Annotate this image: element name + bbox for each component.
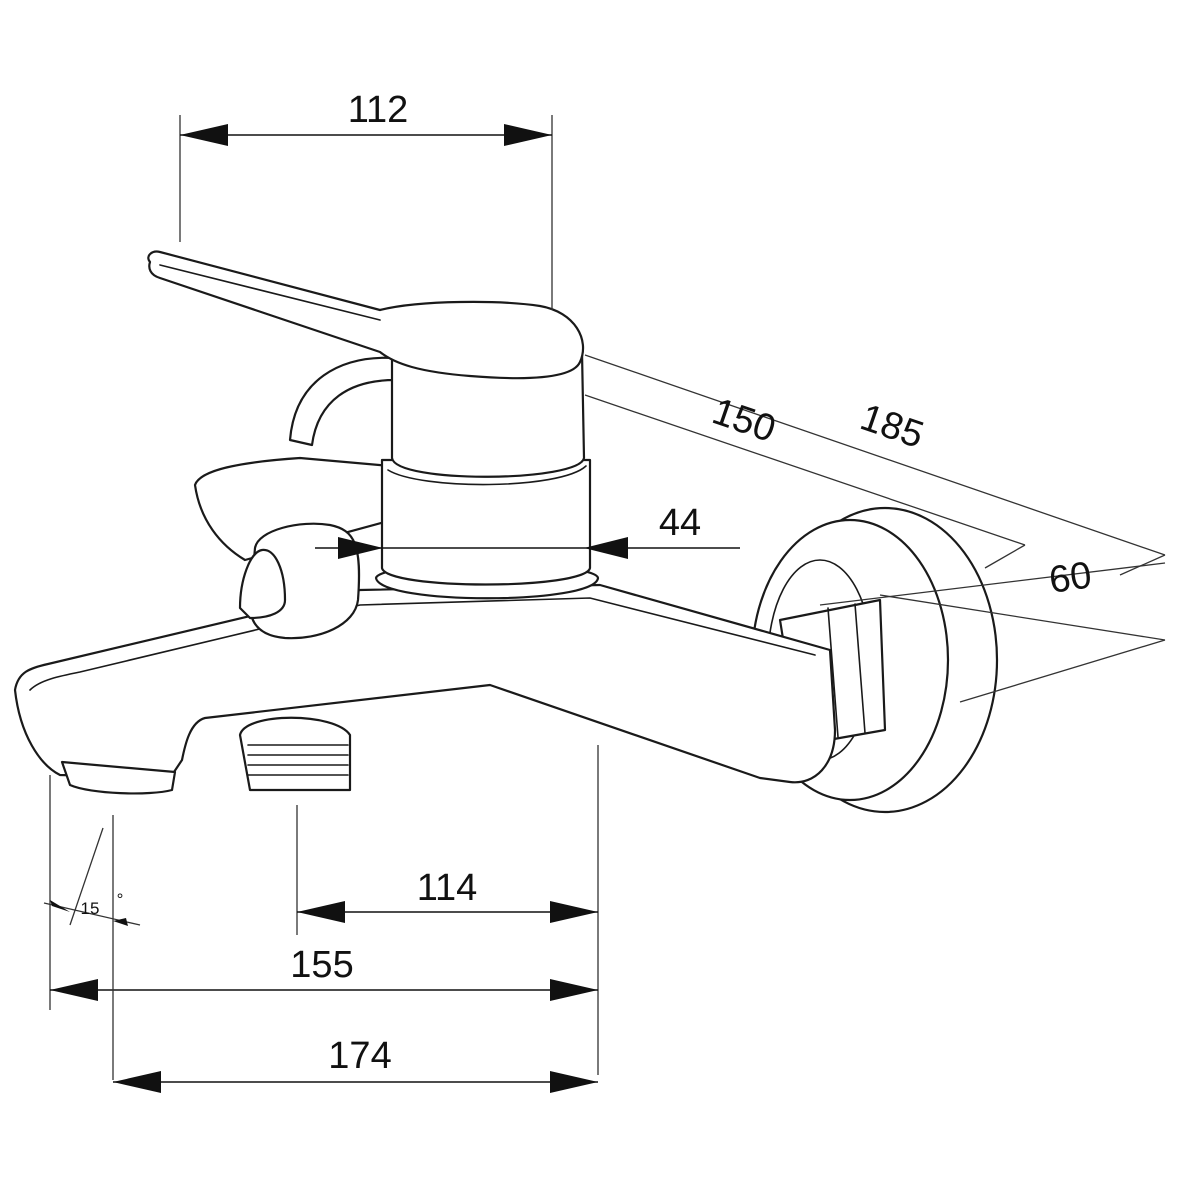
arrow-head — [113, 1071, 161, 1093]
arrow-head — [50, 979, 98, 1001]
degree-symbol: ° — [117, 890, 124, 909]
threaded-inlet — [238, 716, 352, 792]
dimension-reach-outer: 174 — [112, 815, 598, 1093]
arrow-head — [338, 537, 383, 559]
dimension-inlet-offset: 114 — [296, 745, 599, 1075]
arrow-head — [297, 901, 345, 923]
handle-loop — [288, 356, 397, 447]
dimension-label-depth-inner: 150 — [707, 390, 781, 450]
dimension-label-depth-outer: 185 — [855, 396, 929, 456]
dimension-body-diameter: 44 — [315, 502, 740, 559]
mixer-cartridge — [380, 350, 592, 586]
arrow-head — [550, 1071, 598, 1093]
dimension-label-flange-diameter: 60 — [1046, 554, 1094, 601]
arrow-head — [113, 918, 128, 926]
arrow-head — [504, 124, 552, 146]
arrow-head — [550, 979, 598, 1001]
lever-handle — [147, 250, 585, 380]
dimension-reach-inner: 155 — [49, 775, 598, 1010]
arrow-head — [550, 901, 598, 923]
arrow-head — [50, 900, 70, 912]
faucet-body — [13, 250, 999, 814]
spout-outlet — [60, 760, 177, 795]
dimension-label-body-diameter: 44 — [659, 502, 701, 544]
dimension-label-spray-angle: 15 — [81, 899, 100, 918]
dimension-label-reach-inner: 155 — [290, 944, 353, 986]
spout — [13, 583, 837, 784]
dimension-label-lever-length: 112 — [348, 89, 409, 131]
arrow-head — [180, 124, 228, 146]
dimension-spray-angle: 15 ° — [43, 827, 141, 926]
dimension-label-inlet-offset: 114 — [417, 867, 478, 909]
diverter-knob — [238, 522, 361, 640]
dimension-label-reach-outer: 174 — [328, 1035, 391, 1077]
dimension-lever-length: 112 — [179, 89, 553, 310]
arrow-head — [584, 537, 628, 559]
dimension-flange-diameter: 60 — [819, 554, 1166, 703]
